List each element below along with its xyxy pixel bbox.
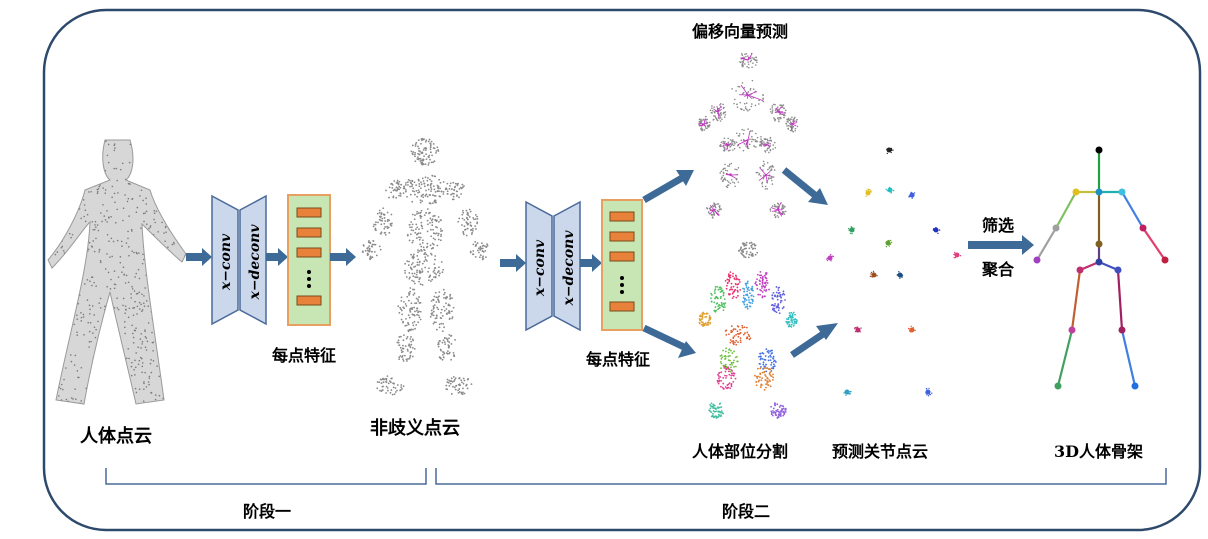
arrow-to-feature-1: [266, 248, 288, 266]
conv-label-2: x−conv: [532, 239, 548, 297]
label-skeleton-3d: 3D人体骨架: [1054, 438, 1143, 462]
skeleton-3d-figure: [1034, 147, 1169, 390]
arrow-to-network-2: [500, 254, 526, 272]
skeleton-bone: [1143, 228, 1165, 260]
body-part-segmentation-figure: [699, 242, 798, 419]
deconv-label-1: x−deconv: [247, 224, 263, 301]
arrow-to-offset: [644, 170, 694, 200]
arrow-offset-to-joints: [784, 170, 828, 205]
arrow-to-segmentation: [644, 328, 696, 358]
stage-one-bracket: [106, 468, 426, 484]
skeleton-bone: [1072, 270, 1080, 330]
skeleton-joint: [1119, 189, 1126, 196]
skeleton-joint: [1073, 189, 1080, 196]
skeleton-joint: [1053, 225, 1060, 232]
arrow-to-skeleton: [968, 235, 1034, 255]
network-block-1: x−conv x−deconv: [212, 196, 266, 324]
skeleton-joint: [1096, 189, 1103, 196]
skeleton-joint: [1140, 225, 1147, 232]
non-ambiguous-point-cloud-figure: [362, 138, 489, 396]
label-offset-vector-prediction: 偏移向量预测: [692, 18, 788, 42]
feature-cell: [610, 252, 634, 261]
joint-cluster: [866, 191, 871, 196]
feature-box-2: [602, 200, 642, 330]
label-body-part-segmentation: 人体部位分割: [692, 438, 788, 462]
label-per-point-feature-2: 每点特征: [586, 346, 650, 370]
label-non-ambiguous-point-cloud: 非歧义点云: [370, 414, 460, 440]
skeleton-bone: [1122, 192, 1143, 228]
feature-cell: [297, 208, 321, 217]
skeleton-bone: [1056, 192, 1076, 228]
skeleton-joint: [1096, 147, 1103, 154]
feature-cell: [297, 296, 321, 305]
conv-label-1: x−conv: [218, 233, 234, 291]
label-aggregate: 聚合: [982, 256, 1014, 280]
skeleton-bone: [1118, 270, 1122, 330]
label-filter: 筛选: [982, 212, 1014, 236]
arrow-to-unambiguous: [330, 248, 356, 266]
skeleton-joint: [1069, 327, 1076, 334]
offset-vector-figure: [698, 53, 798, 219]
skeleton-joint: [1096, 241, 1103, 248]
feature-box-1: [288, 195, 330, 325]
predicted-joint-point-cloud-figure: [826, 148, 961, 397]
skeleton-joint: [1162, 257, 1169, 264]
skeleton-joint: [1055, 383, 1062, 390]
feature-cell: [297, 248, 321, 257]
deconv-label-2: x−deconv: [561, 230, 577, 307]
skeleton-joint: [1132, 383, 1139, 390]
skeleton-joint: [1115, 267, 1122, 274]
label-per-point-feature-1: 每点特征: [272, 342, 336, 366]
stage-two-bracket: [436, 468, 1166, 484]
arrow-seg-to-joints: [792, 323, 838, 355]
skeleton-bone: [1037, 228, 1056, 260]
skeleton-joint: [1034, 257, 1041, 264]
feature-cell: [610, 212, 634, 221]
skeleton-joint: [1096, 259, 1103, 266]
skeleton-joint: [1077, 267, 1084, 274]
feature-cell: [610, 302, 634, 311]
skeleton-bone: [1058, 330, 1072, 386]
human-point-cloud-figure: [39, 130, 200, 420]
feature-cell: [610, 232, 634, 241]
label-human-point-cloud: 人体点云: [80, 422, 152, 448]
skeleton-bone: [1122, 330, 1135, 386]
network-block-2: x−conv x−deconv: [526, 202, 580, 330]
feature-cell: [297, 228, 321, 237]
label-predicted-joint-point-cloud: 预测关节点云: [832, 438, 928, 462]
arrow-to-feature-2: [580, 254, 602, 272]
arrow-to-network-1: [186, 248, 212, 266]
skeleton-joint: [1119, 327, 1126, 334]
label-stage-one: 阶段一: [243, 498, 291, 522]
label-stage-two: 阶段二: [722, 498, 770, 522]
